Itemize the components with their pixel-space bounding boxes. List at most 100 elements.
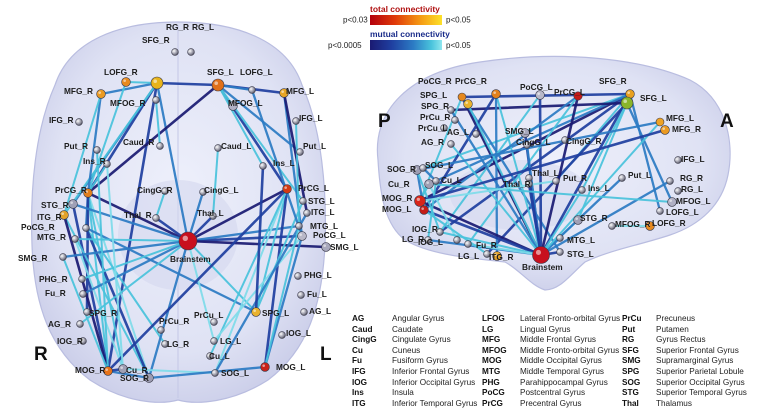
- label-sfg-r: SFG_R: [142, 35, 170, 45]
- sagittal-node-ag_l: [472, 130, 480, 138]
- axial-edge-itg_r-sog_r: [63, 214, 150, 379]
- label-prcu-l: PrCu_L: [194, 310, 224, 320]
- sagittal-node-highlight-stg_r: [575, 217, 578, 220]
- axial-edge-ins_l-spg_l: [254, 164, 265, 314]
- axial-node-pocg_r: [82, 224, 90, 232]
- abbreviation-value: Thalamus: [656, 398, 692, 408]
- axial-node-fu_r: [79, 290, 87, 298]
- axial-edge-mtg_l-mog_l: [264, 225, 300, 368]
- axial-node-prcu_r: [157, 326, 165, 334]
- label-phg-l: PHG_L: [304, 270, 332, 280]
- axial-node-fu_l: [297, 291, 305, 299]
- label-ag-r: AG_R: [48, 319, 71, 329]
- label-ifg-l: IFG_L: [299, 113, 323, 123]
- label-smg-r: SMG_R: [18, 253, 48, 263]
- sagittal-edge-pocg_l-brainstem: [538, 93, 543, 257]
- axial-node-highlight-mfg_l: [281, 90, 284, 93]
- sag-label-prcu-l: PrCu_L: [418, 123, 448, 133]
- axial-edge-put_r-mog_r: [96, 149, 109, 372]
- sag-label-lg-r: LG_R: [402, 234, 424, 244]
- axial-node-spg_l: [251, 307, 261, 317]
- sagittal-edge-rg_r-brainstem: [539, 179, 672, 257]
- label-mfg-r: MFG_R: [64, 86, 93, 96]
- sag-label-thal-l: Thal_L: [532, 168, 559, 178]
- sagittal-edge-sfg_r-pocg_r: [460, 92, 632, 99]
- sagittal-node-mog_r: [414, 195, 426, 207]
- axial-node-sog_l: [211, 369, 219, 377]
- legend-mutual-title: mutual connectivity: [370, 29, 450, 39]
- abbreviation-value: Inferior Frontal Gyrus: [392, 366, 470, 376]
- label-cu-l: Cu_L: [209, 351, 230, 361]
- abbreviation-value: Inferior Temporal Gyrus: [392, 398, 478, 408]
- abbreviation-value: Angular Gyrus: [392, 314, 445, 323]
- sagittal-node-mtg_l: [556, 234, 564, 242]
- sagittal-node-ifg_l: [674, 156, 682, 164]
- axial-node-iog_l: [278, 331, 286, 339]
- label-cingg-l: CingG_L: [204, 185, 239, 195]
- sagittal-node-highlight-sog_r: [414, 167, 417, 170]
- sag-label-rg-l: RG_L: [681, 184, 703, 194]
- label-mfog-l: MFOG_L: [228, 98, 263, 108]
- sag-label-stg-r: STG_R: [580, 213, 608, 223]
- sagittal-node-spg_r: [447, 106, 455, 114]
- sagittal-edge-iog_r-brainstem: [439, 231, 542, 256]
- label-mog-r: MOG_R: [75, 365, 105, 375]
- sag-label-smg-l: SMG_L: [505, 126, 534, 136]
- sagittal-edges: [415, 92, 674, 258]
- axial-node-thal_l: [209, 212, 217, 220]
- sag-label-sfg-r: SFG_R: [599, 76, 627, 86]
- sagittal-edge-prcg_l-brainstem: [539, 94, 580, 257]
- axial-edge-brainstem-smg_l: [186, 239, 328, 249]
- sagittal-node-put_l: [618, 174, 626, 182]
- sag-label-rg-r: RG_R: [680, 173, 703, 183]
- abbreviation-key: Thal: [622, 398, 639, 408]
- sag-label-sog-l: SOG_L: [425, 160, 453, 170]
- axial-node-highlight-mog_r: [105, 368, 108, 371]
- axial-labels: SFG_R RG_R RG_L LOFG_R SFG_L LOFG_L MFG_…: [18, 22, 359, 383]
- sagittal-node-highlight-mfg_r: [662, 127, 665, 130]
- legend-total-bar: [370, 15, 442, 25]
- axial-node-iog_r: [79, 337, 87, 345]
- abbreviation-key: IFG: [352, 366, 366, 376]
- axial-node-ins_l: [259, 162, 267, 170]
- abbreviation-key: MFG: [482, 335, 501, 345]
- sag-label-cingg-l: CingG_L: [516, 137, 551, 147]
- abbreviation-value: Cingulate Gyrus: [392, 335, 451, 345]
- side-label-l: L: [320, 344, 332, 365]
- axial-edge-prcg_r-cu_r: [87, 192, 124, 370]
- abbreviation-key: LG: [482, 324, 494, 334]
- abbreviation-value: Precuneus: [656, 314, 696, 323]
- axial-edge-mtg_r-brainstem: [74, 238, 189, 242]
- axial-node-highlight-brainstem: [182, 235, 188, 241]
- axial-node-highlight-smg_l: [323, 244, 326, 247]
- sagittal-node-rg_r: [666, 177, 674, 185]
- axial-node-mtg_l: [295, 222, 303, 230]
- sagittal-edge-mfg_l-brainstem: [540, 121, 661, 256]
- sagittal-edge-prcg_r-mog_l: [422, 92, 498, 212]
- axial-node-highlight-sog_r: [146, 375, 149, 378]
- sagittal-node-cingg_l: [523, 141, 531, 149]
- axial-edge-ins_r-cu_r: [106, 163, 124, 370]
- sagittal-node-prcu_l: [440, 124, 448, 132]
- sagittal-edge-mfg_l-sog_r: [415, 120, 662, 172]
- sag-label-pocg-l: PoCG_L: [520, 82, 553, 92]
- axial-edge-caud_l-thal_l: [212, 147, 219, 217]
- axial-edge-prcg_l-mog_l: [263, 187, 289, 369]
- axial-node-mog_l: [260, 362, 270, 372]
- axial-node-pocg_l: [297, 231, 307, 241]
- label-lg-l: LG_L: [220, 336, 241, 346]
- abbreviation-value: Caudate: [392, 324, 423, 334]
- sagittal-node-ag_r: [447, 140, 455, 148]
- label-rg-r: RG_R: [166, 22, 189, 32]
- label-brainstem-axial: Brainstem: [170, 254, 211, 264]
